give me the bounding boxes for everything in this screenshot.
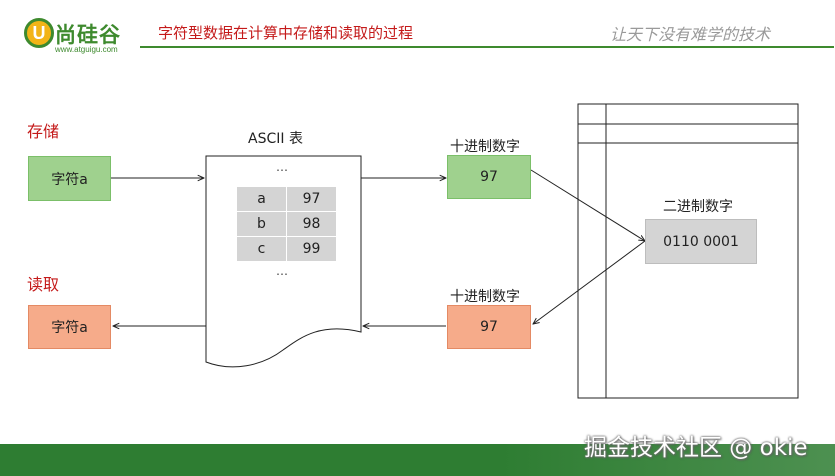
watermark: 掘金技术社区 @ okie (584, 435, 808, 461)
ascii-char: b (236, 211, 287, 237)
decimal-label-bottom: 十进制数字 (450, 289, 520, 305)
header-divider (140, 46, 834, 48)
binary-label: 二进制数字 (663, 199, 733, 215)
ascii-title: ASCII 表 (248, 131, 303, 147)
store-label: 存储 (27, 122, 60, 141)
logo-url: www.atguigu.com (55, 45, 118, 54)
arrow-decimal-to-binary (530, 169, 645, 241)
decimal-box-top: 97 (447, 155, 531, 199)
ascii-dots-top: … (276, 160, 288, 174)
slogan: 让天下没有难学的技术 (610, 25, 771, 44)
ascii-code: 99 (286, 236, 337, 262)
ascii-char: c (236, 236, 287, 262)
logo-name: 尚硅谷 (55, 23, 121, 47)
ascii-dots-bottom: … (276, 264, 288, 278)
page-title: 字符型数据在计算中存储和读取的过程 (158, 24, 414, 42)
binary-box: 0110 0001 (645, 219, 757, 264)
read-label: 读取 (27, 275, 60, 294)
ascii-code: 97 (286, 186, 337, 212)
brand-logo: U 尚硅谷 www.atguigu.com (24, 18, 144, 62)
ascii-code: 98 (286, 211, 337, 237)
decimal-box-bottom: 97 (447, 305, 531, 349)
footer-bar (0, 444, 835, 476)
logo-u-icon: U (24, 18, 54, 48)
ascii-row: a 97 (236, 186, 337, 212)
ascii-row: b 98 (236, 211, 337, 237)
arrow-binary-to-decimal (533, 240, 646, 324)
char-read-box: 字符a (28, 305, 111, 349)
ascii-table: a 97 b 98 c 99 (236, 186, 337, 262)
ascii-char: a (236, 186, 287, 212)
char-store-box: 字符a (28, 156, 111, 201)
decimal-label-top: 十进制数字 (450, 139, 520, 155)
ascii-row: c 99 (236, 236, 337, 262)
